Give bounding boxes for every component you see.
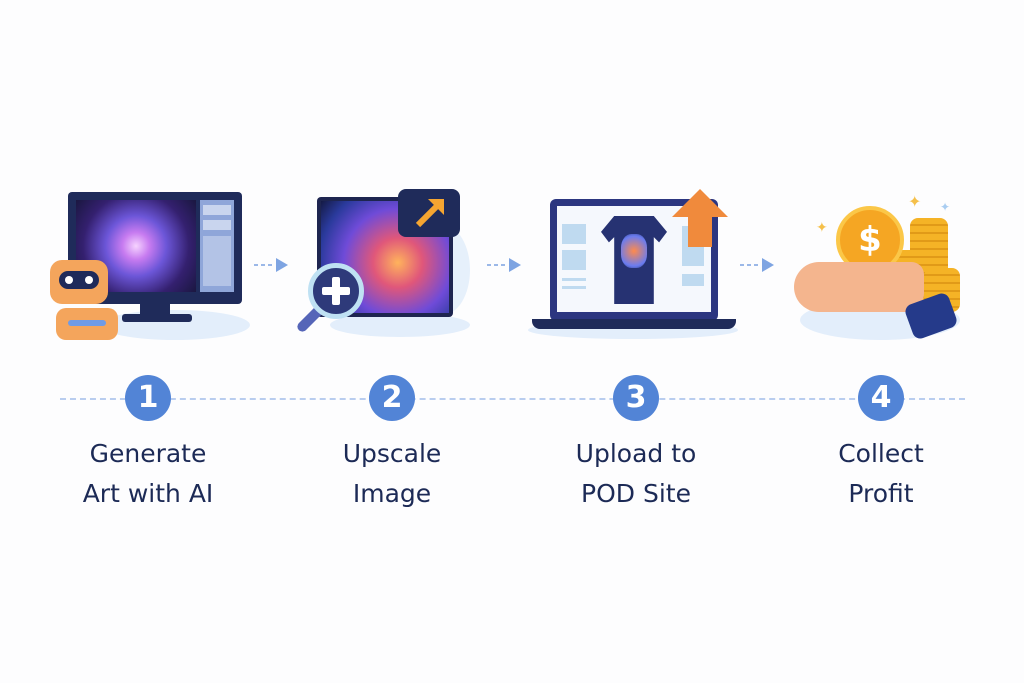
step-4-label-line1: Collect [838, 439, 924, 468]
step-4-label-line2: Profit [848, 479, 914, 508]
step-1-badge: 1 [125, 375, 171, 421]
flow-arrow-2 [485, 257, 525, 273]
step-2-illustration [290, 185, 480, 350]
upload-arrow-icon [670, 187, 730, 249]
sparkle-icon: ✦ [940, 200, 951, 214]
flow-arrow-3 [738, 257, 778, 273]
step-1-illustration [40, 180, 260, 350]
step-2-label-line2: Image [352, 479, 432, 508]
step-1-label-line2: Art with AI [82, 479, 214, 508]
laptop-icon [550, 199, 718, 321]
step-2-label: Upscale Image [292, 434, 492, 514]
step-3-illustration [528, 185, 743, 345]
side-panel [200, 200, 234, 292]
hand-icon [794, 262, 924, 312]
timeline-dashed-line [60, 398, 965, 400]
tshirt-icon [601, 216, 667, 304]
monitor-icon [68, 192, 242, 304]
step-2-badge: 2 [369, 375, 415, 421]
magnifier-plus-icon [308, 263, 364, 319]
step-4-label: Collect Profit [781, 434, 981, 514]
sparkle-icon: ✦ [908, 192, 922, 211]
step-4-badge: 4 [858, 375, 904, 421]
step-3-label-line1: Upload to [575, 439, 697, 468]
step-1-label: Generate Art with AI [48, 434, 248, 514]
expand-arrow-icon [398, 189, 460, 237]
step-1-label-line1: Generate [89, 439, 207, 468]
step-3-label-line2: POD Site [581, 479, 691, 508]
robot-icon [50, 260, 108, 304]
shadow [330, 313, 470, 337]
flow-arrow-1 [252, 257, 292, 273]
step-3-badge: 3 [613, 375, 659, 421]
step-4-illustration: $ ✦ ✦ ✦ [790, 190, 970, 350]
sparkle-icon: ✦ [816, 220, 828, 236]
step-2-label-line1: Upscale [342, 439, 442, 468]
step-3-label: Upload to POD Site [536, 434, 736, 514]
